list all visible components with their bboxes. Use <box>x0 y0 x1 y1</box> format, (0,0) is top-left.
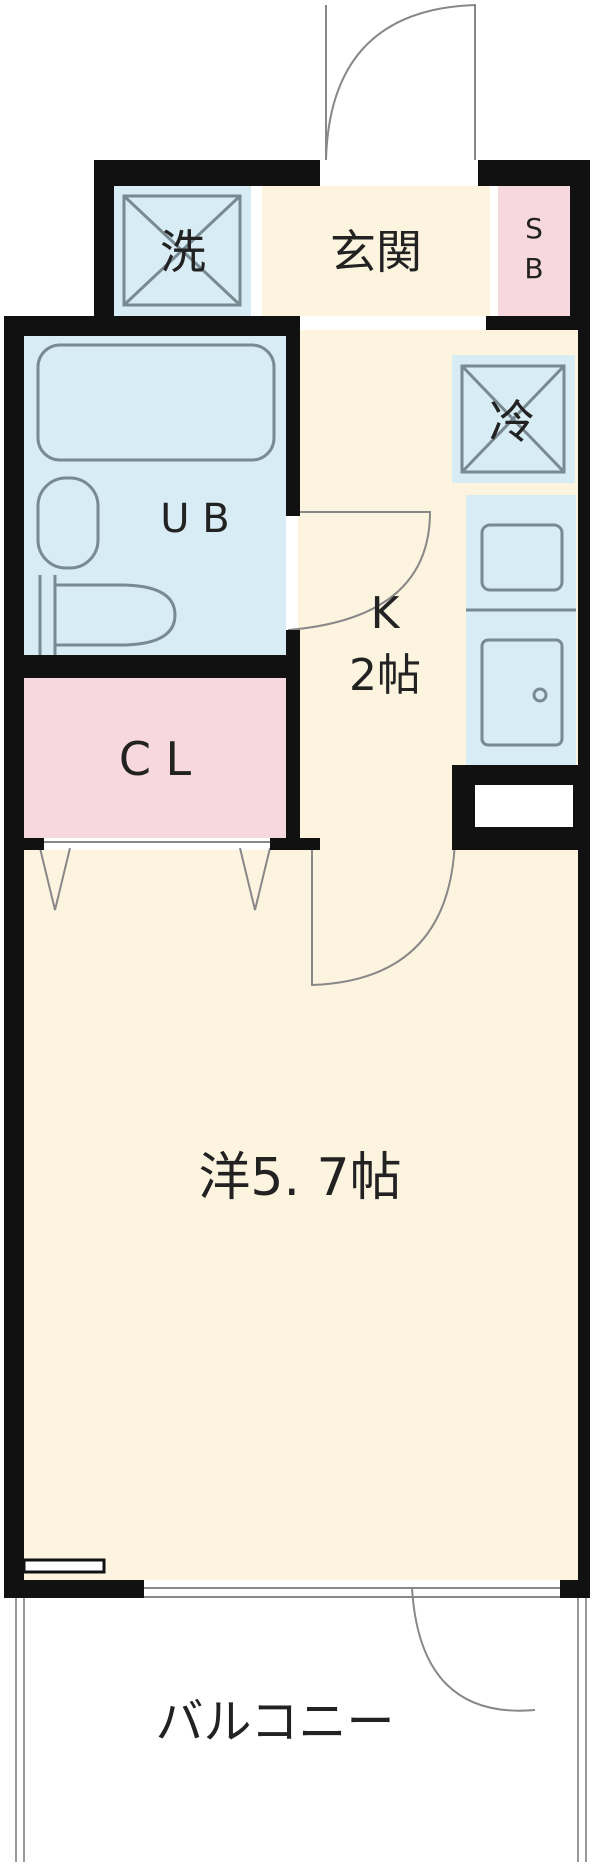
bath-label: U B <box>160 496 229 542</box>
kitchen-door-swing <box>287 511 432 631</box>
kitchen-label: K <box>371 588 401 639</box>
wall <box>486 316 590 330</box>
kitchen-size-label: 2帖 <box>349 650 421 701</box>
wall <box>4 316 24 1596</box>
wall <box>94 160 320 186</box>
bathtub <box>36 343 276 462</box>
balcony-label: バルコニー <box>155 1694 394 1750</box>
shoe-box-label-s: S <box>525 212 543 245</box>
sink <box>480 523 564 592</box>
closet-door-marker <box>39 847 71 911</box>
balcony-vent <box>22 1558 106 1574</box>
fridge-label: 冷 <box>489 395 535 449</box>
wall <box>4 655 300 678</box>
western-room-label: 洋5. 7帖 <box>198 1148 401 1208</box>
wall <box>286 316 300 516</box>
wall <box>4 316 300 336</box>
kitchen-counter <box>466 495 576 765</box>
wall <box>478 160 578 186</box>
meter-box <box>475 785 573 827</box>
wall <box>578 316 590 1596</box>
closet-area <box>24 678 286 838</box>
fridge-diagonal <box>460 364 566 474</box>
shoe-box-space <box>498 186 570 316</box>
entrance-door-swing <box>325 3 476 161</box>
washer-diagonal <box>122 194 242 307</box>
washbasin <box>36 476 100 570</box>
shoe-box-label-b: B <box>524 252 543 285</box>
toilet <box>38 575 177 655</box>
entrance-label: 玄関 <box>330 225 422 279</box>
stove <box>480 638 564 747</box>
wall <box>4 838 44 850</box>
balcony-door-swing <box>411 1587 536 1712</box>
closet-label: C L <box>119 732 192 786</box>
floor-entrance <box>262 186 490 316</box>
fridge-frame <box>460 364 566 474</box>
room-door-swing <box>311 839 456 987</box>
washer-label: 洗 <box>160 225 206 279</box>
wall <box>270 838 320 850</box>
closet-door-marker <box>239 847 271 911</box>
floor-western-room <box>24 850 578 1580</box>
wall <box>4 1580 144 1598</box>
wall <box>570 160 590 330</box>
bath-area <box>24 330 286 655</box>
washer-frame <box>122 194 242 307</box>
wall <box>286 630 300 850</box>
wall <box>560 1580 590 1598</box>
wall <box>94 160 114 330</box>
stove-burner <box>532 687 548 703</box>
